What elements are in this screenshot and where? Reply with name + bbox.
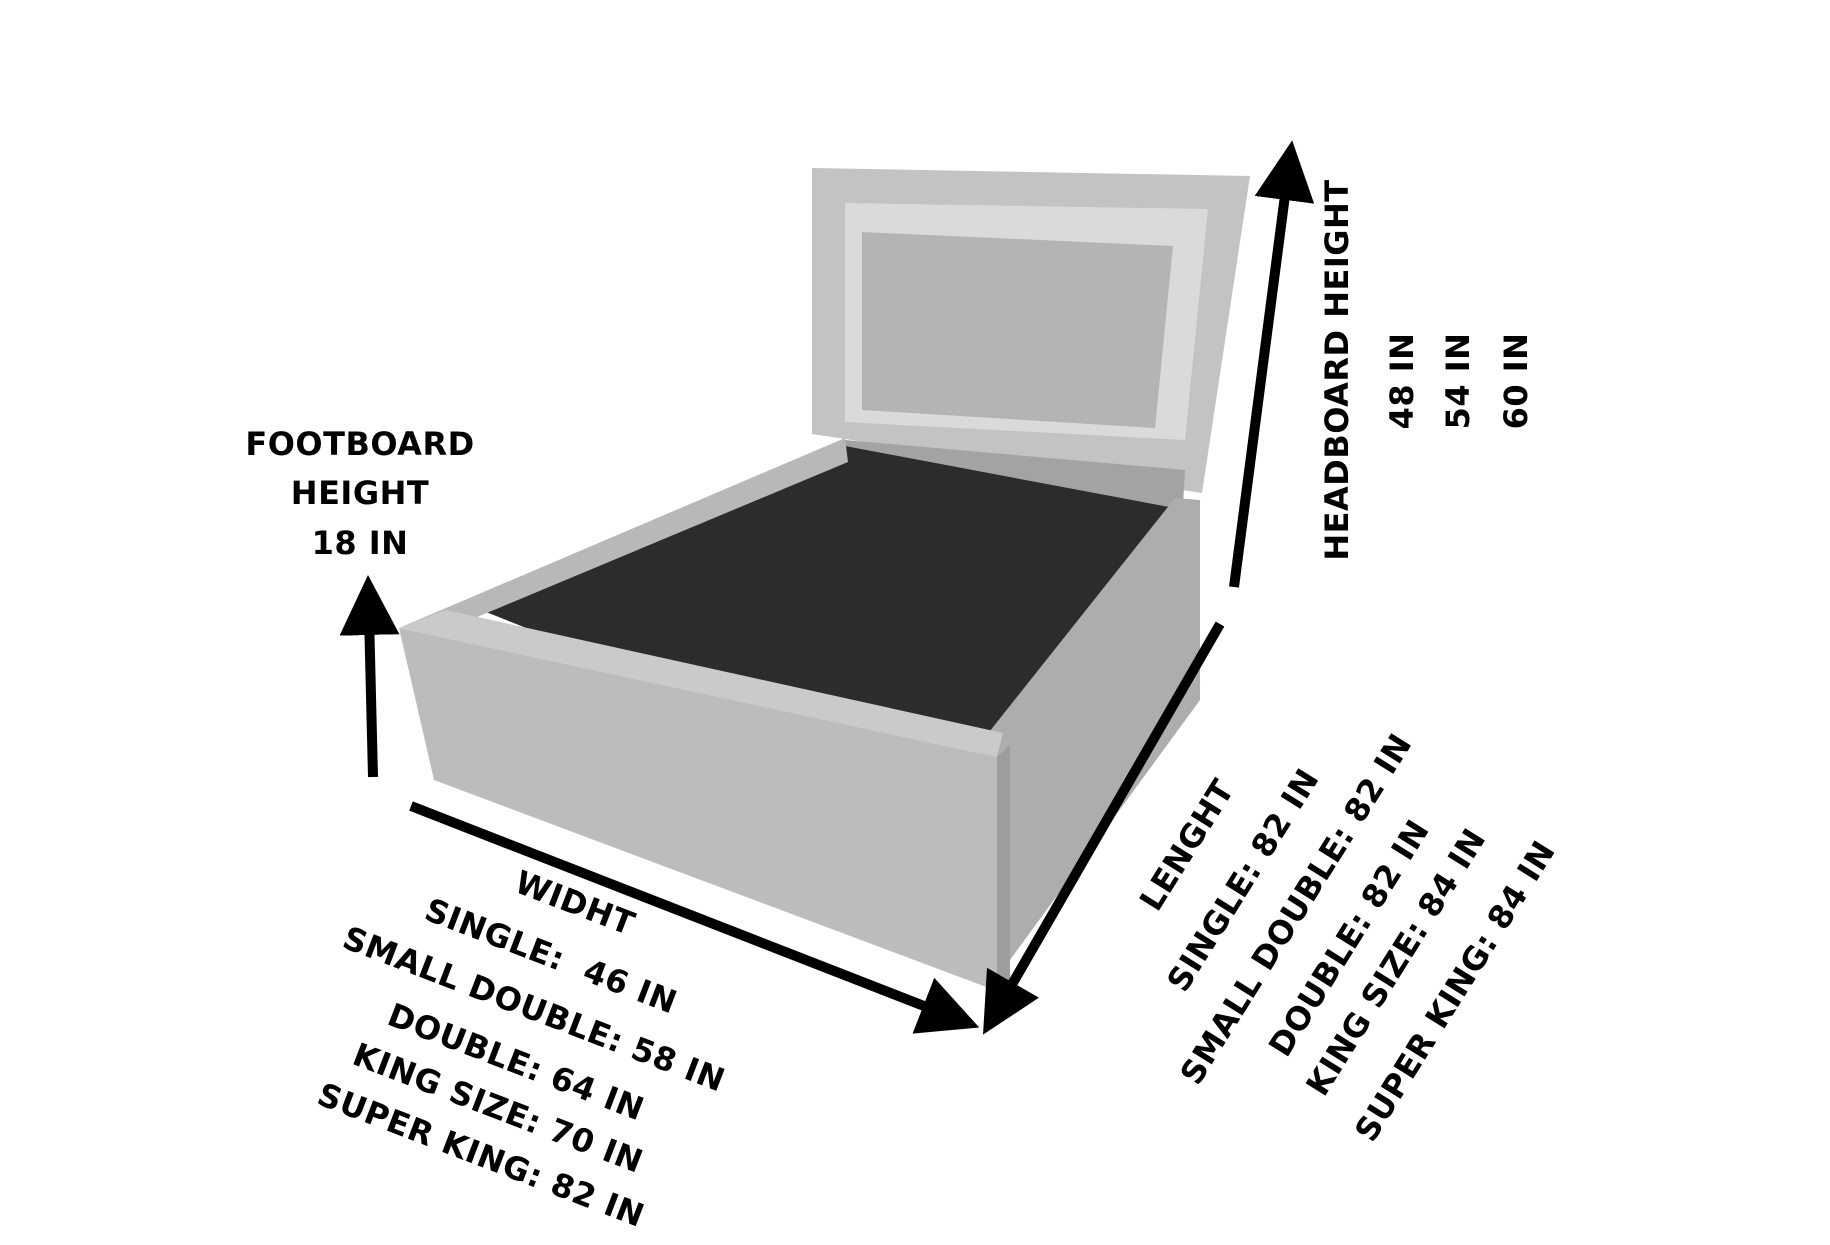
footboard-label-line1: FOOTBOARD — [245, 425, 475, 463]
headboard-label: HEADBOARD HEIGHT — [1318, 179, 1356, 561]
footboard-front — [399, 628, 997, 991]
footboard-top — [399, 610, 1003, 757]
headboard-height-arrow — [1229, 140, 1315, 588]
headboard-tufted-panel — [862, 232, 1173, 428]
headboard-value: 54 IN — [1439, 332, 1477, 430]
footboard-label-line2: HEIGHT — [290, 474, 430, 512]
footboard-height-value: 18 IN — [311, 524, 409, 562]
right-side-rail — [974, 498, 1200, 960]
length-arrow — [983, 621, 1225, 1035]
bed-photo — [399, 168, 1250, 991]
headboard-value: 60 IN — [1497, 332, 1535, 430]
width-arrow — [409, 801, 980, 1034]
headboard-value: 48 IN — [1383, 332, 1421, 430]
footboard-corner — [997, 745, 1010, 991]
left-side-rail — [399, 438, 848, 628]
footboard-height-arrow — [339, 575, 400, 778]
